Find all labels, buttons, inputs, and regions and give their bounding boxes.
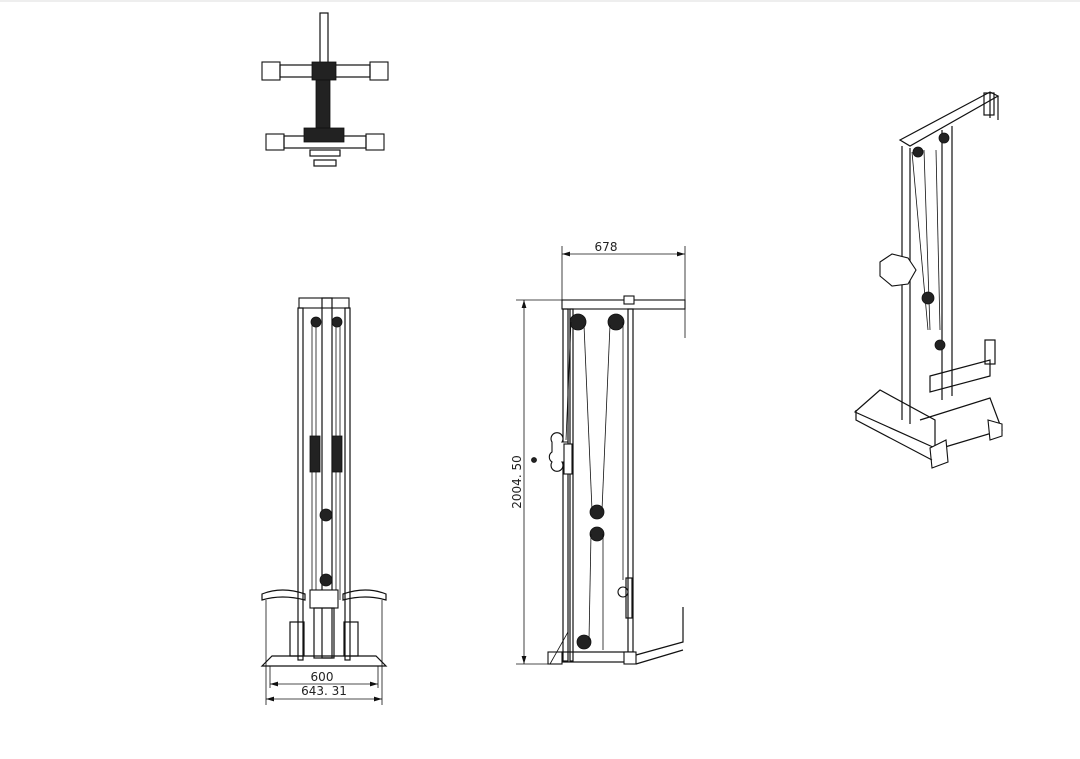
front-view: 600 643. 31 (260, 297, 388, 705)
side-view: 678 2004. 50 (510, 240, 686, 665)
dimension-label-2004: 2004. 50 (510, 455, 524, 508)
top-view (261, 12, 389, 167)
dimension-label-600: 600 (311, 670, 334, 684)
dimension-label-643: 643. 31 (301, 684, 347, 698)
isometric-view (853, 91, 1003, 469)
dimension-label-678: 678 (595, 240, 618, 254)
